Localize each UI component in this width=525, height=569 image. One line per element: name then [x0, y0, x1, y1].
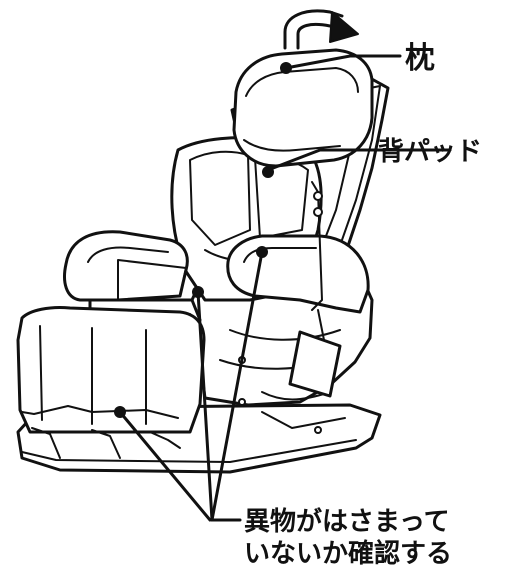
- dot-leg-rest: [114, 406, 126, 418]
- leader-line-check-3: [210, 250, 264, 522]
- curved-arrow-icon: [283, 9, 359, 50]
- back-pad-label: 背パッド: [378, 137, 482, 167]
- dot-pillow: [280, 62, 292, 74]
- leader-line-back-pad: [266, 148, 452, 172]
- dot-back-pad: [262, 166, 274, 178]
- leader-line-check-1: [118, 410, 212, 522]
- remote-controller: [288, 181, 342, 398]
- pillow-label: 枕: [405, 41, 435, 76]
- check-foreign-objects-label-line1: 異物がはさまって: [244, 506, 450, 537]
- leader-lines: [118, 54, 452, 522]
- dot-armrest: [256, 246, 268, 258]
- pillow: [232, 48, 374, 168]
- leg-rest: [16, 306, 206, 459]
- indicator-dots: [114, 62, 292, 418]
- left-armrest: [63, 230, 189, 302]
- leader-line-check-2: [196, 290, 214, 522]
- dot-seat-gap: [192, 286, 204, 298]
- leader-line-pillow: [284, 54, 402, 70]
- massage-chair-illustration: [16, 9, 390, 474]
- check-foreign-objects-label-line2: いないか確認する: [244, 538, 452, 569]
